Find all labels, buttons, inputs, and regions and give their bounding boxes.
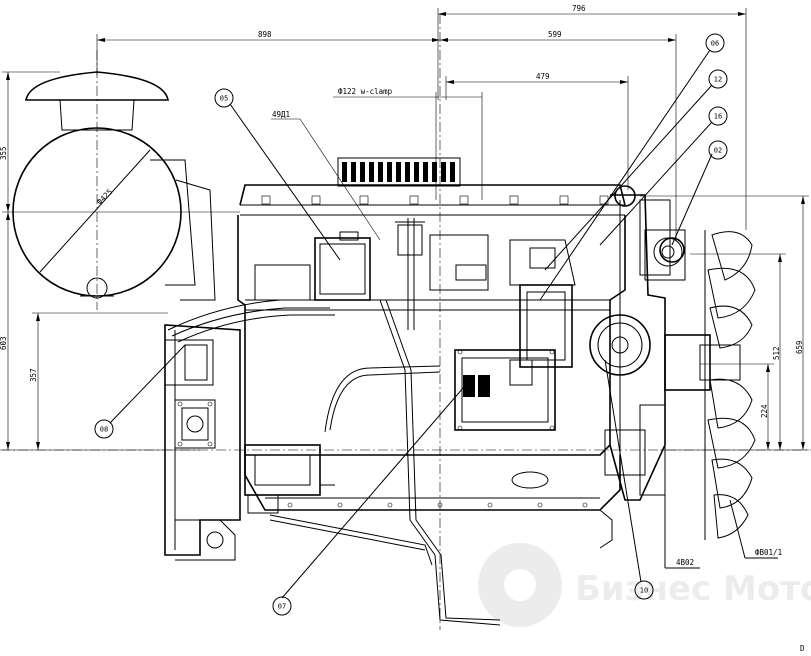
watermark-text: Бизнес Моторс: [575, 569, 811, 609]
callout-16: 16: [708, 106, 728, 126]
callout-02: 02: [708, 140, 728, 160]
pan-bolts: [287, 502, 588, 508]
front-cover: [589, 185, 683, 501]
callout-06: 06: [705, 33, 725, 53]
callout-06-label: 06: [711, 40, 719, 48]
alternator: [644, 229, 686, 281]
callout-leaders: [109, 49, 778, 599]
grille-slots: [342, 162, 455, 182]
oil-filter: [509, 239, 576, 368]
dim-898: 898: [258, 30, 272, 39]
callout-07: 07: [272, 596, 292, 616]
watermark: Бизнес Моторс: [478, 543, 811, 627]
label-corner-mark: D: [800, 644, 805, 653]
dim-599: 599: [548, 30, 562, 39]
callout-12-label: 12: [714, 76, 722, 84]
callout-10: 10: [634, 580, 654, 600]
dim-796: 796: [572, 4, 586, 13]
watermark-gear-icon: [478, 543, 562, 627]
dim-clamp: Ф122 w-clamp: [338, 87, 393, 96]
callout-05: 05: [214, 88, 234, 108]
callout-05-label: 05: [220, 95, 228, 103]
dim-357: 357: [29, 368, 38, 382]
label-4b02: 4В02: [676, 558, 694, 567]
top-components: [254, 218, 489, 330]
dim-4901: 49Д1: [272, 110, 290, 119]
callout-07-label: 07: [278, 603, 286, 611]
callout-08-label: 08: [100, 426, 108, 434]
flywheel-housing: [164, 324, 241, 561]
starter-motor: [244, 444, 335, 514]
dim-512: 512: [772, 346, 781, 360]
dim-355: 355: [0, 146, 8, 160]
dim-479: 479: [536, 72, 550, 81]
callout-08: 08: [94, 419, 114, 439]
callout-16-label: 16: [714, 113, 722, 121]
air-filter: Ф425: [12, 71, 216, 301]
callout-10-label: 10: [640, 587, 648, 595]
dim-diameter-425: Ф425: [95, 187, 114, 206]
label-fan: ФВ01/1: [755, 548, 782, 557]
pipes: [167, 299, 501, 626]
callout-02-label: 02: [714, 147, 722, 155]
ecu-studs: [457, 349, 555, 431]
callout-12: 12: [708, 69, 728, 89]
ecu: [454, 349, 556, 431]
fan: [664, 230, 756, 540]
cover-bolts: [261, 195, 609, 205]
dim-603: 603: [0, 336, 8, 350]
dim-659: 659: [795, 340, 804, 354]
engine-block: [237, 157, 626, 549]
center-lines: [0, 14, 811, 630]
dimension-lines: 796 898 599 479 Ф122 w-clamp 49Д1: [0, 4, 809, 451]
dim-224: 224: [760, 404, 769, 418]
